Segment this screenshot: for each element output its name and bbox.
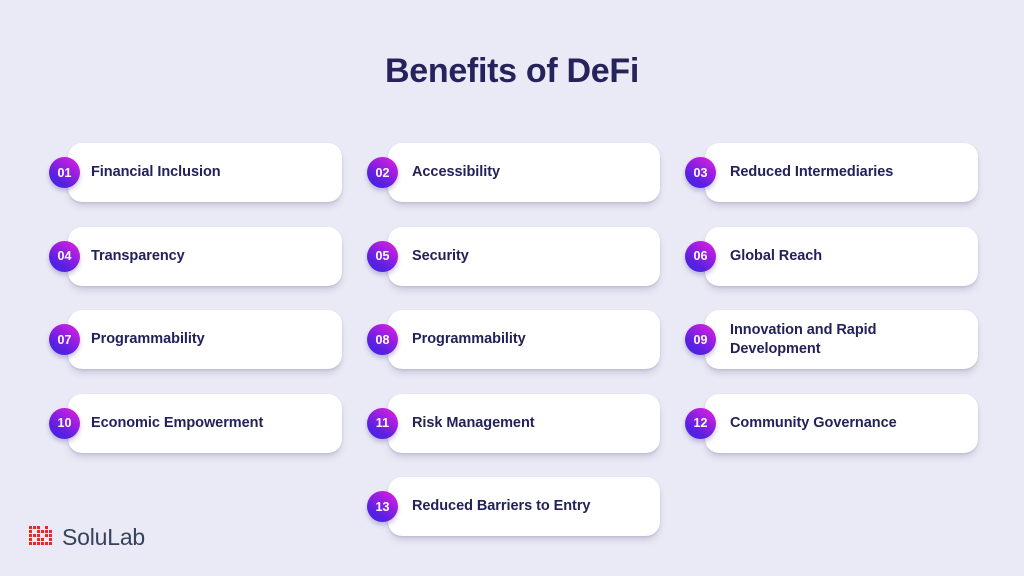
solulab-logo: SoluLab [28,524,145,551]
solulab-qr-mark-icon [29,525,52,545]
benefit-label: Economic Empowerment [91,414,264,431]
benefit-label: Transparency [91,247,185,264]
benefit-card[interactable]: Reduced Barriers to Entry [388,477,660,536]
benefit-card[interactable]: Risk Management [388,393,660,453]
solulab-logo-text: SoluLab [62,524,146,550]
benefits-grid: Financial Inclusion 01 Accessibility 02 … [0,143,1024,561]
benefit-label: Reduced Intermediaries [730,164,894,181]
benefit-card[interactable]: Economic Empowerment [68,393,342,453]
benefit-number-badge: 13 [367,491,398,522]
benefit-label: Programmability [412,331,526,348]
benefit-number-badge: 05 [367,240,398,272]
benefit-card[interactable]: Transparency [68,226,342,286]
benefit-card[interactable]: Accessibility [388,143,660,202]
benefit-number-badge: 01 [49,157,80,188]
benefits-row: Financial Inclusion 01 Accessibility 02 … [0,143,1024,227]
benefit-card[interactable]: Reduced Intermediaries [705,143,978,202]
benefit-label: Innovation and Rapid Development [730,322,877,357]
benefit-label: Risk Management [412,414,535,431]
benefit-number-badge: 02 [367,157,398,188]
benefit-number-badge: 12 [685,407,716,439]
page-title: Benefits of DeFi [384,52,639,90]
benefit-number-badge: 09 [685,324,716,355]
benefit-label: Accessibility [412,164,501,181]
benefit-label: Programmability [91,331,205,348]
benefit-card[interactable]: Programmability [68,310,342,369]
benefit-number-badge: 08 [367,324,398,355]
benefit-label: Reduced Barriers to Entry [412,498,591,515]
benefit-label: Community Governance [730,414,897,431]
benefit-card[interactable]: Financial Inclusion [68,143,342,202]
benefit-card[interactable]: Security [388,226,660,286]
benefits-row: Reduced Barriers to Entry 13 [0,477,1024,561]
benefit-label: Security [412,247,469,264]
benefit-label: Global Reach [730,247,823,264]
benefit-number-badge: 10 [49,407,80,439]
benefit-number-badge: 07 [49,324,80,355]
benefit-number-badge: 06 [685,240,716,272]
benefit-label: Financial Inclusion [91,164,221,181]
benefit-card[interactable]: Innovation and Rapid Development [705,310,978,369]
benefits-row: Transparency 04 Security 05 Global Reach… [0,226,1024,311]
benefits-row: Economic Empowerment 10 Risk Management … [0,393,1024,478]
benefit-card[interactable]: Community Governance [705,393,978,453]
benefit-number-badge: 03 [685,157,716,188]
benefit-card[interactable]: Global Reach [705,226,978,286]
benefit-card[interactable]: Programmability [388,310,660,369]
benefits-row: Programmability 07 Programmability 08 In… [0,310,1024,394]
benefit-number-badge: 11 [367,407,398,439]
benefit-number-badge: 04 [49,240,80,272]
